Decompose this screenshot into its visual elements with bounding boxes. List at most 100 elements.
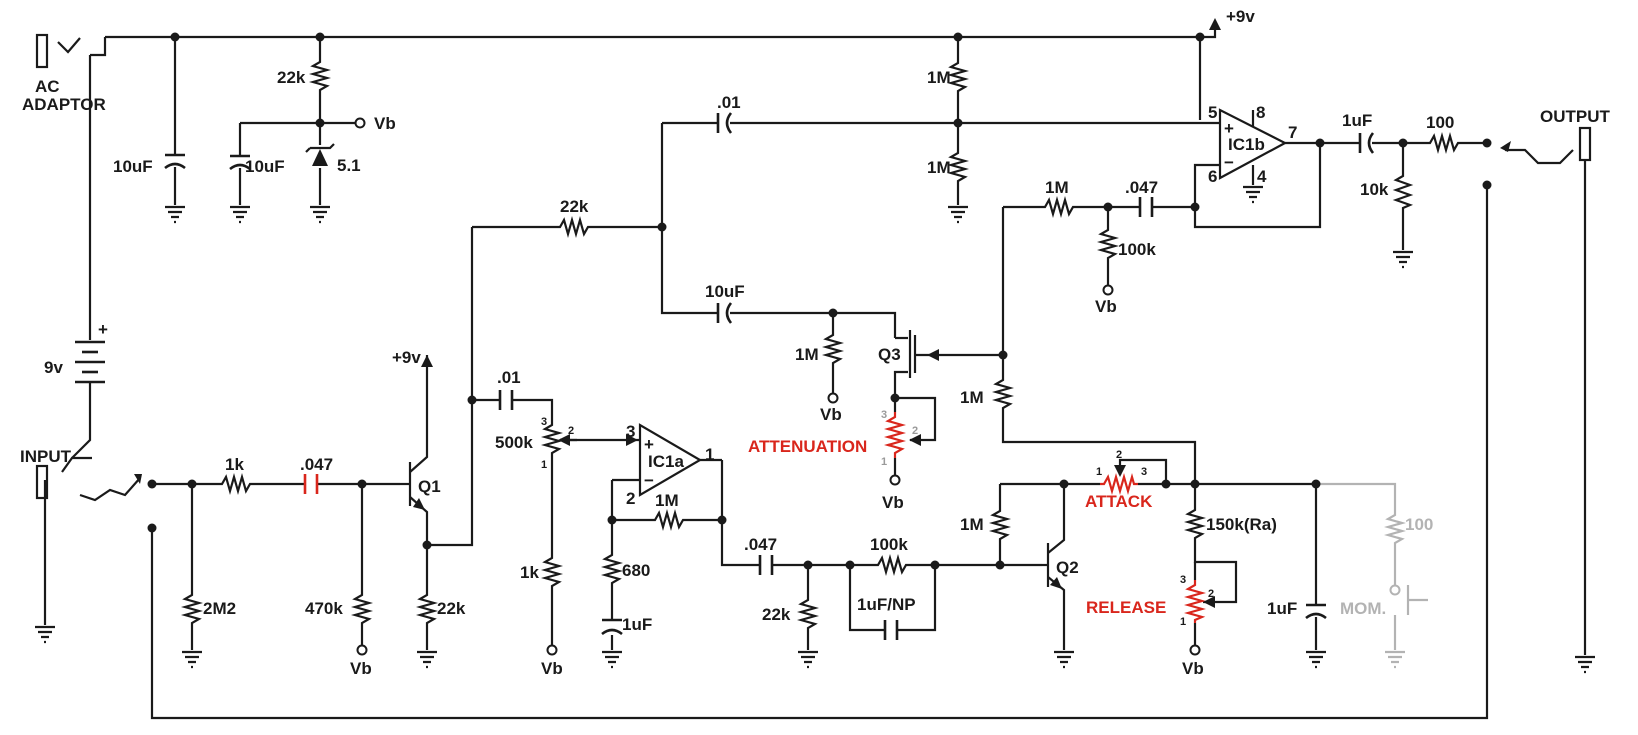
resistor-100k-mid (873, 553, 910, 577)
label-1uf-np: 1uF/NP (857, 595, 916, 614)
label-1m-right: 1M (1045, 178, 1069, 197)
resistor-1m-q3gate (821, 330, 845, 368)
resistor-10k-out (1392, 170, 1414, 210)
label-047-mid: .047 (744, 535, 777, 554)
ground-2 (230, 205, 250, 224)
resistor-1m-top (946, 58, 970, 97)
label-150k: 150k(Ra) (1206, 515, 1277, 534)
pin-ic1b-8: 8 (1256, 103, 1265, 122)
label-10uf-mid: 10uF (705, 282, 745, 301)
pin-ic1b-4: 4 (1257, 167, 1267, 186)
ground-7 (35, 625, 55, 644)
zener-diode (305, 143, 335, 166)
ground-11 (798, 650, 818, 669)
label-vb-bias: Vb (374, 114, 396, 133)
label-output: OUTPUT (1540, 107, 1611, 126)
resistor-1k-in (217, 472, 253, 496)
resistor-1k-pot (540, 553, 564, 590)
resistor-22k-q1 (415, 590, 439, 627)
label-ic1b: IC1b (1228, 135, 1265, 154)
label-1uf-680: 1uF (622, 615, 652, 634)
resistor-1m-q2 (988, 506, 1012, 544)
label-470k: 470k (305, 599, 343, 618)
cap-047-in (303, 474, 319, 494)
label-attack: ATTACK (1085, 492, 1153, 511)
label-battery-plus: + (98, 320, 108, 339)
vb-terminals (354, 117, 1401, 656)
label-22k-gnd: 22k (762, 605, 791, 624)
resistor-1m-mid (946, 148, 970, 187)
label-22k-mid: 22k (560, 197, 589, 216)
label-vb-atten: Vb (882, 493, 904, 512)
label-100k-right: 100k (1118, 240, 1156, 259)
label-1m-fb: 1M (655, 491, 679, 510)
resistor-1m-q3drain (991, 375, 1015, 413)
pin-pot500-2: 2 (568, 425, 574, 437)
cap-047-mid (758, 555, 774, 575)
ground-mom (1385, 650, 1405, 669)
resistor-22k-bias (308, 57, 332, 94)
label-100-out: 100 (1426, 113, 1454, 132)
pot-attack (1100, 472, 1138, 496)
ground-6 (1393, 250, 1413, 269)
jacks (35, 33, 1592, 502)
resistors (180, 57, 1462, 632)
cap-10uf-adaptor (164, 153, 186, 170)
ground-12 (1054, 650, 1074, 669)
resistor-500k-pot (540, 420, 564, 456)
label-attenuation: ATTENUATION (748, 437, 867, 456)
pin-ic1a-2: 2 (626, 489, 635, 508)
pin-ic1a-1: 1 (705, 445, 714, 464)
label-adaptor: ADAPTOR (22, 95, 106, 114)
ground-4 (948, 205, 968, 224)
pot-release (1183, 580, 1207, 623)
label-1m-q3: 1M (795, 345, 819, 364)
ground-1 (165, 205, 185, 224)
labels: +9v +9v 9v + AC ADAPTOR INPUT OUTPUT 10u… (20, 7, 1611, 678)
resistor-100k-right (1096, 225, 1120, 262)
label-047-in: .047 (300, 455, 333, 474)
label-vb-release: Vb (1182, 659, 1204, 678)
resistor-470k (350, 590, 374, 627)
resistor-22k-mid (555, 215, 592, 239)
resistor-1m-fb (650, 508, 688, 532)
cap-1uf-np (883, 620, 899, 640)
cap-1uf-out (1358, 132, 1375, 154)
pin-rel-2: 2 (1208, 588, 1214, 600)
label-2m2: 2M2 (203, 599, 236, 618)
label-1m-q3drain: 1M (960, 388, 984, 407)
label-vb-right: Vb (1095, 297, 1117, 316)
pin-pot500-3: 3 (541, 416, 547, 428)
label-q2: Q2 (1056, 558, 1079, 577)
label-ic1b-minus: − (1224, 153, 1234, 172)
ground-14 (1575, 655, 1595, 674)
label-1m-q2: 1M (960, 515, 984, 534)
pin-atk-2: 2 (1116, 449, 1122, 461)
capacitors (164, 112, 1375, 640)
cap-1uf-680 (601, 618, 623, 636)
label-plus9v-top: +9v (1226, 7, 1255, 26)
label-r-bias: 22k (277, 68, 306, 87)
ground-10 (602, 650, 622, 669)
label-100k-mid: 100k (870, 535, 908, 554)
label-vb-q3gate: Vb (820, 405, 842, 424)
resistor-1m-right (1040, 195, 1078, 219)
junction-dots (147, 32, 1492, 570)
opamp-ic1a (638, 423, 703, 497)
wires (43, 22, 1587, 720)
label-ic1a-minus: − (644, 471, 654, 490)
pin-att-1: 1 (881, 456, 887, 468)
ground-8 (182, 650, 202, 669)
label-ic1a-plus: + (644, 435, 654, 454)
label-ic1b-plus: + (1224, 119, 1234, 138)
label-q3: Q3 (878, 345, 901, 364)
label-047-right: .047 (1125, 178, 1158, 197)
label-500k: 500k (495, 433, 533, 452)
battery (75, 300, 105, 390)
label-ac: AC (35, 77, 60, 96)
label-100-mom: 100 (1405, 515, 1433, 534)
pot-wipers (413, 18, 1221, 608)
pin-att-2: 2 (912, 425, 918, 437)
label-plus9v-q1: +9v (392, 348, 421, 367)
label-1m-top: 1M (927, 68, 951, 87)
